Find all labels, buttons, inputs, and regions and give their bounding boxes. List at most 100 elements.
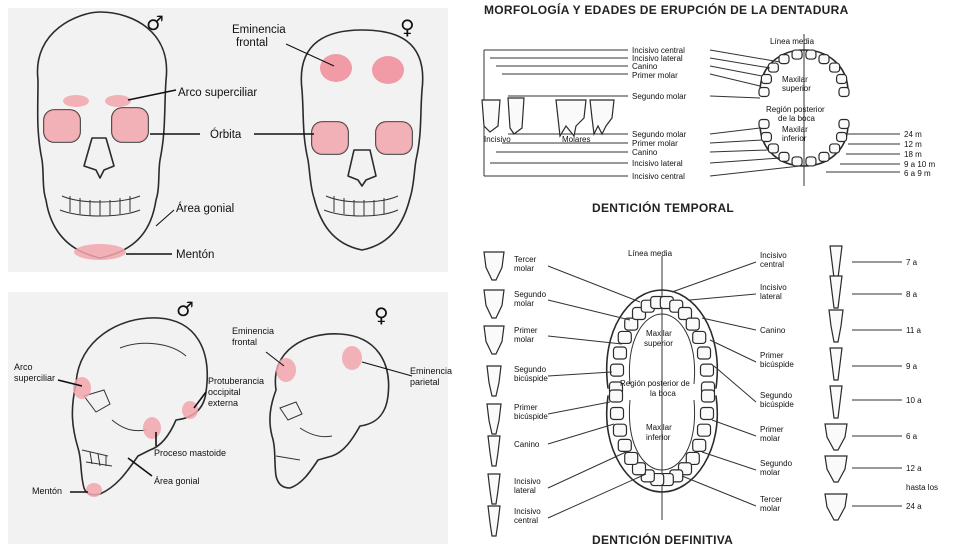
def-left-label-2-line1: Primer [514, 326, 538, 335]
temporal-lower-tooth [818, 151, 830, 163]
definitive-upper-jaw-line2: superior [644, 339, 673, 348]
def-age-1: 8 a [906, 290, 918, 299]
definitive-lower-arch [605, 395, 719, 493]
definitive-lower-tooth [612, 423, 628, 437]
definitive-left-tooth-column [483, 251, 505, 537]
temporal-molars-caption: Molares [562, 135, 590, 144]
definitive-right-tooth [829, 275, 843, 309]
definitive-right-tooth-column [824, 245, 848, 521]
temporal-lower-teeth [758, 118, 850, 167]
female-symbol-front: ♀ [400, 15, 415, 39]
definitive-upper-tooth [609, 363, 625, 377]
temporal-age-1: 12 m [904, 140, 922, 149]
definitive-upper-tooth [612, 346, 628, 360]
occipital-label-line3: externa [208, 398, 238, 408]
def-right-label-6-line2: molar [760, 468, 780, 477]
male-symbol-front: ♂ [146, 11, 164, 35]
temporal-upper-teeth [758, 49, 850, 98]
temporal-ages: 24 m 12 m 18 m 9 a 10 m 6 a 9 m [904, 130, 935, 178]
def-age-8: 24 a [906, 502, 922, 511]
lateral-panel-background [8, 292, 448, 544]
definitive-posterior-line2: la boca [650, 389, 676, 398]
temporal-upper-tooth [778, 53, 790, 65]
definitive-posterior-line1: Región posterior de [620, 379, 690, 388]
temporal-upper-labels: Incisivo central Incisivo lateral Canino… [632, 46, 687, 101]
lat-brow-label-line1: Arco [14, 362, 33, 372]
occipital-label-line2: occipital [208, 387, 241, 397]
definitive-lower-jaw-line1: Maxilar [646, 423, 672, 432]
def-left-label-3-line2: bicúspide [514, 374, 548, 383]
definitive-lower-tooth [608, 389, 624, 403]
temporal-age-2: 18 m [904, 150, 922, 159]
definitive-dentition-panel: Línea media Maxilar superior Región post… [483, 245, 938, 547]
definitive-lower-tooth [699, 406, 715, 421]
male-front-skull [36, 11, 168, 260]
def-age-3: 9 a [906, 362, 918, 371]
temporal-lower-tooth [838, 118, 850, 130]
brow-ridge-label: Arco superciliar [178, 87, 257, 99]
temporal-lower-label-0: Segundo molar [632, 130, 687, 139]
frontal-eminence-label-line2: frontal [236, 37, 268, 49]
definitive-lower-tooth [631, 462, 647, 476]
lat-gonial-leader [127, 457, 153, 477]
temporal-lower-labels: Segundo molar Primer molar Canino Incisi… [632, 130, 687, 181]
def-left-label-1-line1: Segundo [514, 290, 547, 299]
temporal-upper-tooth [838, 86, 850, 98]
definitive-upper-tooth [696, 346, 712, 360]
definitive-upper-tooth [617, 330, 632, 345]
temporal-pointer-lines [709, 49, 801, 177]
temporal-lower-tooth [805, 156, 817, 167]
def-left-label-3-line1: Segundo [514, 365, 547, 374]
temporal-lower-tooth [758, 118, 770, 130]
temporal-upper-tooth [818, 53, 830, 65]
temporal-age-3: 9 a 10 m [904, 160, 935, 169]
temporal-lower-tooth [791, 156, 803, 167]
temporal-posterior-line2: de la boca [778, 114, 815, 123]
definitive-lower-jaw-line2: inferior [646, 433, 671, 442]
temporal-upper-jaw-line1: Maxilar [782, 75, 808, 84]
temporal-posterior-line1: Región posterior [766, 105, 825, 114]
definitive-lower-tooth [685, 451, 700, 466]
female-symbol-lateral: ♀ [374, 303, 389, 327]
definitive-right-tooth [829, 385, 843, 419]
front-skulls-panel: ♂ ♀ Eminencia frontal Arco superciliar Ó… [8, 8, 448, 272]
definitive-right-labels: Incisivo central Incisivo lateral Canino… [760, 251, 794, 513]
def-left-label-4-line2: bicúspide [514, 412, 548, 421]
lat-frontal-leader [265, 351, 285, 367]
temporal-upper-arch [759, 49, 849, 93]
front-panel-background [8, 8, 448, 272]
main-title: MORFOLOGÍA Y EDADES DE ERUPCIÓN DE LA DE… [484, 2, 849, 17]
male-symbol-lateral: ♂ [176, 297, 194, 321]
definitive-lower-tooth [609, 406, 625, 421]
definitive-upper-tooth [624, 317, 639, 331]
def-right-label-6-line1: Segundo [760, 459, 793, 468]
lat-frontal-label-line1: Eminencia [232, 326, 274, 336]
definitive-right-tooth [824, 423, 848, 451]
orbit-label: Órbita [210, 128, 242, 141]
definitive-lower-tooth [692, 438, 707, 452]
gonial-leader [155, 209, 175, 227]
def-right-label-3-line2: bicúspide [760, 360, 794, 369]
def-right-label-4-line1: Segundo [760, 391, 793, 400]
definitive-left-tooth [487, 435, 501, 467]
def-right-label-0-line1: Incisivo [760, 251, 787, 260]
temporal-lower-jaw-line2: inferior [782, 134, 807, 143]
definitive-left-tooth [486, 365, 502, 397]
definitive-lower-tooth [624, 451, 639, 466]
temporal-upper-tooth [791, 49, 803, 60]
temporal-lower-tooth [767, 143, 779, 154]
temporal-midline-label: Línea media [770, 37, 815, 46]
temporal-upper-tooth [829, 62, 841, 73]
definitive-right-tooth [828, 309, 844, 343]
definitive-upper-tooth [685, 317, 700, 331]
frontal-eminence-label-line1: Eminencia [232, 24, 286, 36]
def-left-label-6-line1: Incisivo [514, 477, 541, 486]
definitive-left-tooth [487, 505, 501, 537]
definitive-left-tooth [483, 251, 505, 281]
def-age-2: 11 a [906, 326, 922, 335]
definitive-lower-tooth [617, 438, 632, 452]
temporal-upper-label-1: Incisivo lateral [632, 54, 683, 63]
lat-brow-label-line2: superciliar [14, 373, 55, 383]
parietal-label-line2: parietal [410, 377, 440, 387]
